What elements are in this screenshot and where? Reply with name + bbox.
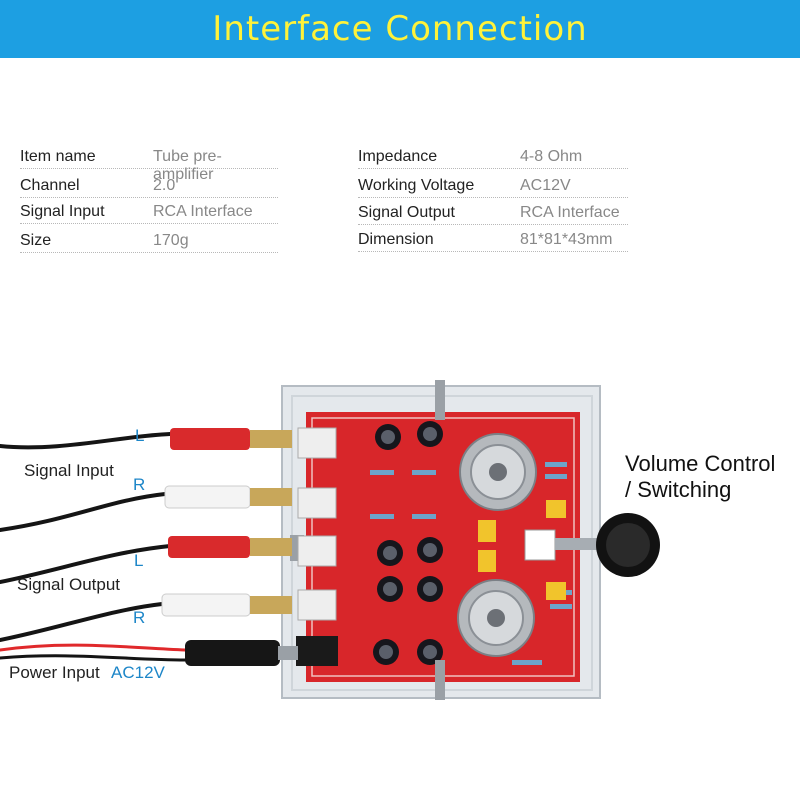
spec-row-signal-output: Signal Output RCA Interface <box>358 202 628 225</box>
spec-value: 170g <box>153 232 189 249</box>
output-left-label: L <box>134 551 144 570</box>
spec-row-item-name: Item name Tube pre-amplifier <box>20 146 278 183</box>
spec-key: Dimension <box>358 231 434 248</box>
film-capacitors <box>478 500 566 600</box>
spec-key: Impedance <box>358 148 438 165</box>
spec-key: Signal Input <box>20 203 105 220</box>
spec-key: Size <box>20 232 52 249</box>
output-right-label: R <box>133 608 146 627</box>
dc-power-plug <box>185 640 298 666</box>
volume-control-label: Volume Control <box>625 451 776 476</box>
spec-value: 2.0 <box>153 177 176 194</box>
spec-key: Channel <box>20 177 80 194</box>
volume-knob <box>555 513 660 577</box>
vacuum-tube-bottom <box>457 579 535 657</box>
input-left-label: L <box>135 426 145 445</box>
spec-key: Item name <box>20 148 96 165</box>
spec-key: Signal Output <box>358 204 455 221</box>
banner-title: Interface Connection <box>212 9 588 49</box>
spec-row-dimension: Dimension 81*81*43mm <box>358 229 628 252</box>
rca-plug-output-r <box>161 593 292 617</box>
spec-row-channel: Channel 2.0 <box>20 175 278 198</box>
spec-value: AC12V <box>520 177 571 194</box>
rca-plug-output-l <box>168 536 292 558</box>
spec-row-impedance: Impedance 4-8 Ohm <box>358 146 628 169</box>
spec-row-signal-input: Signal Input RCA Interface <box>20 201 278 224</box>
spec-row-working-voltage: Working Voltage AC12V <box>358 175 628 198</box>
spec-value: RCA Interface <box>153 203 253 220</box>
title-banner: Interface Connection <box>0 0 800 58</box>
signal-input-label: Signal Input <box>24 461 114 480</box>
vacuum-tube-top <box>459 433 537 511</box>
power-input-label: Power Input <box>9 663 100 682</box>
spec-value: 81*81*43mm <box>520 231 613 248</box>
signal-output-label: Signal Output <box>17 575 121 594</box>
spec-value: Tube pre-amplifier <box>153 148 222 183</box>
spec-value: 4-8 Ohm <box>520 148 583 165</box>
spec-key: Working Voltage <box>358 177 475 194</box>
capacitors <box>373 421 443 665</box>
switch-module <box>524 529 556 561</box>
rca-plug-input-l <box>170 428 292 450</box>
switching-label: / Switching <box>625 477 732 502</box>
spec-value: RCA Interface <box>520 204 620 221</box>
power-voltage-label: AC12V <box>111 663 165 682</box>
rca-plug-input-r <box>164 485 292 509</box>
rca-jacks <box>296 427 338 666</box>
input-right-label: R <box>133 475 146 494</box>
cables <box>0 432 187 662</box>
spec-row-size: Size 170g <box>20 230 278 253</box>
